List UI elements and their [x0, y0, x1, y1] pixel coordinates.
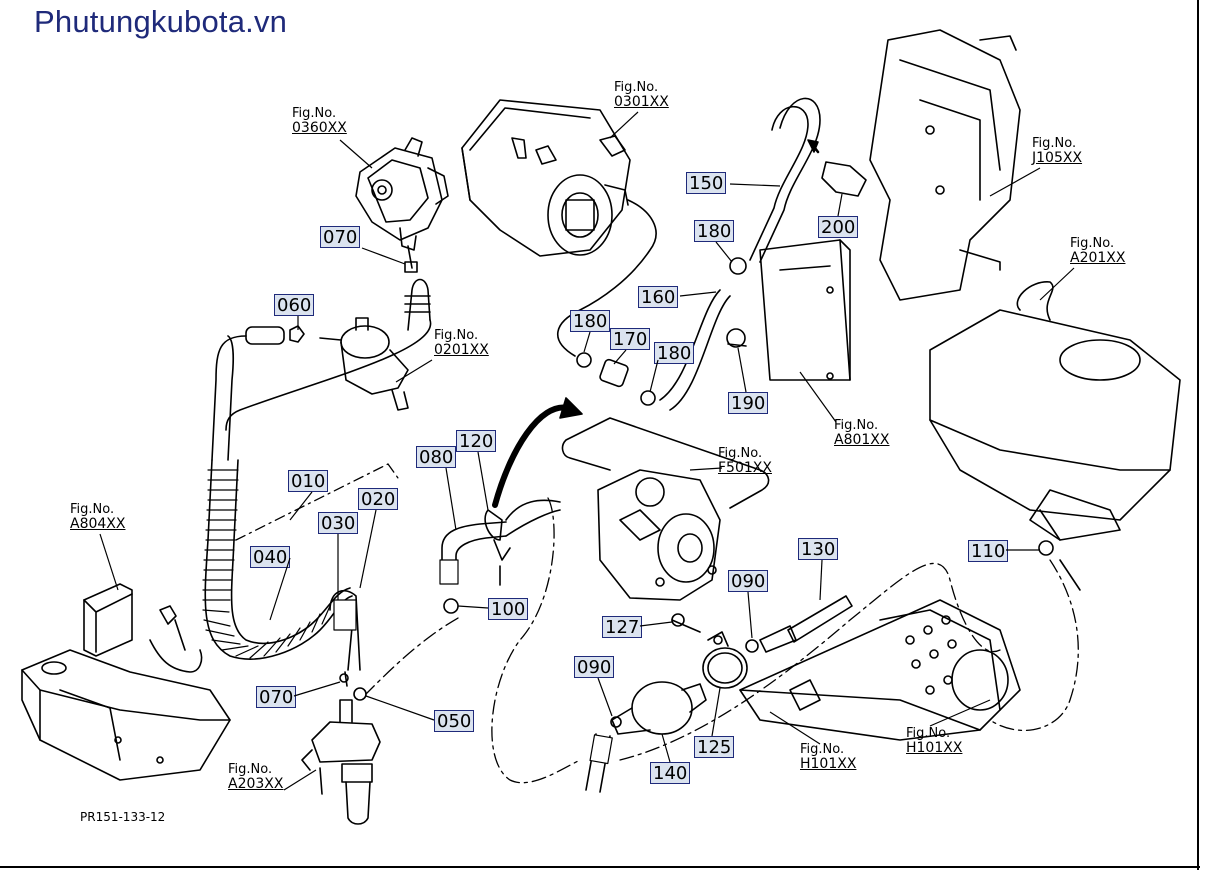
figure-ref-label: Fig.No.	[70, 502, 115, 517]
part-callout-140[interactable]: 140	[650, 762, 691, 784]
figure-ref-J105[interactable]: Fig.No. J105XX	[1032, 136, 1082, 166]
starter-motor-part	[461, 99, 657, 357]
part-callout-180-top[interactable]: 180	[694, 220, 735, 242]
figure-ref-code: 0301XX	[614, 94, 669, 110]
figure-ref-label: Fig.No.	[718, 446, 763, 461]
part-callout-050[interactable]: 050	[434, 710, 475, 732]
assembly-010-boundary	[235, 463, 399, 541]
figure-ref-A203[interactable]: Fig.No. A203XX	[228, 762, 283, 792]
part-callout-130[interactable]: 130	[798, 538, 839, 560]
part-callout-110[interactable]: 110	[968, 540, 1009, 562]
figure-ref-label: Fig.No.	[292, 106, 337, 121]
fuel-tank-part	[929, 281, 1181, 591]
panel-part	[759, 239, 851, 381]
figure-ref-code: H101XX	[906, 740, 963, 756]
figure-ref-code: A801XX	[834, 432, 890, 448]
part-callout-180-mid[interactable]: 180	[654, 342, 695, 364]
fuel-cock-part	[301, 699, 381, 825]
figure-ref-code: A201XX	[1070, 250, 1126, 266]
figure-ref-label: Fig.No.	[434, 328, 479, 343]
part-callout-030[interactable]: 030	[318, 512, 359, 534]
figure-ref-label: Fig.No.	[1032, 136, 1077, 151]
part-callout-120[interactable]: 120	[456, 430, 497, 452]
figure-ref-label: Fig.No.	[906, 726, 951, 741]
part-callout-080[interactable]: 080	[416, 446, 457, 468]
figure-ref-0201[interactable]: Fig.No. 0201XX	[434, 328, 489, 358]
part-callout-070-lower[interactable]: 070	[256, 686, 297, 708]
part-callout-040[interactable]: 040	[250, 546, 291, 568]
breather-hose-part	[749, 97, 867, 263]
part-callout-180-left[interactable]: 180	[570, 310, 611, 332]
figure-ref-code: J105XX	[1032, 150, 1083, 166]
figure-ref-F501[interactable]: Fig.No. F501XX	[718, 446, 772, 476]
part-callout-010[interactable]: 010	[288, 470, 329, 492]
figure-ref-H101-center[interactable]: Fig.No. H101XX	[800, 742, 856, 772]
figure-ref-label: Fig.No.	[800, 742, 845, 757]
figure-ref-H101-right[interactable]: Fig.No. H101XX	[906, 726, 962, 756]
direction-arrow	[492, 397, 583, 508]
corrugated-hose-part	[202, 459, 353, 660]
fuel-filter-part	[585, 681, 707, 793]
figure-ref-0301[interactable]: Fig.No. 0301XX	[614, 80, 669, 110]
frame-rail-part	[739, 599, 1021, 741]
figure-ref-label: Fig.No.	[228, 762, 273, 777]
frame-stand-part	[869, 29, 1021, 301]
fuel-line-upper	[211, 325, 305, 461]
figure-ref-code: A203XX	[228, 776, 284, 792]
drawing-id: PR151-133-12	[80, 810, 166, 824]
part-callout-020[interactable]: 020	[358, 488, 399, 510]
part-callout-200[interactable]: 200	[818, 216, 859, 238]
return-hose-part	[439, 499, 561, 614]
part-callout-090-right[interactable]: 090	[728, 570, 769, 592]
figure-ref-code: H101XX	[800, 756, 857, 772]
part-callout-160[interactable]: 160	[638, 286, 679, 308]
figure-ref-code: 0201XX	[434, 342, 489, 358]
filter-clamp-part	[671, 613, 748, 689]
figure-ref-label: Fig.No.	[1070, 236, 1115, 251]
part-callout-100[interactable]: 100	[488, 598, 529, 620]
part-callout-070[interactable]: 070	[320, 226, 361, 248]
figure-ref-A201[interactable]: Fig.No. A201XX	[1070, 236, 1125, 266]
part-callout-127[interactable]: 127	[602, 616, 643, 638]
part-callout-190[interactable]: 190	[728, 392, 769, 414]
fuel-pipe-130	[745, 595, 853, 653]
fuel-pump-part	[225, 278, 432, 431]
figure-ref-code: A804XX	[70, 516, 126, 532]
figure-ref-label: Fig.No.	[614, 80, 659, 95]
carburetor-part	[355, 137, 449, 273]
figure-ref-code: F501XX	[718, 460, 772, 476]
part-callout-125[interactable]: 125	[694, 736, 735, 758]
frame-bracket-part	[21, 583, 231, 781]
hose-160-part	[576, 257, 747, 411]
frame-border-bottom	[0, 866, 1200, 868]
fuel-pipe-bend	[329, 589, 367, 701]
figure-ref-label: Fig.No.	[834, 418, 879, 433]
part-callout-060[interactable]: 060	[274, 294, 315, 316]
hose-routing-lines	[365, 497, 1079, 784]
part-callout-090-left[interactable]: 090	[574, 656, 615, 678]
figure-ref-A804[interactable]: Fig.No. A804XX	[70, 502, 125, 532]
figure-ref-code: 0360XX	[292, 120, 347, 136]
figure-ref-A801[interactable]: Fig.No. A801XX	[834, 418, 889, 448]
frame-border-right	[1197, 0, 1199, 870]
hydraulic-pump-part	[561, 417, 770, 601]
site-title[interactable]: Phutungkubota.vn	[34, 4, 288, 39]
part-callout-150[interactable]: 150	[686, 172, 727, 194]
figure-ref-0360[interactable]: Fig.No. 0360XX	[292, 106, 347, 136]
part-callout-170[interactable]: 170	[610, 328, 651, 350]
